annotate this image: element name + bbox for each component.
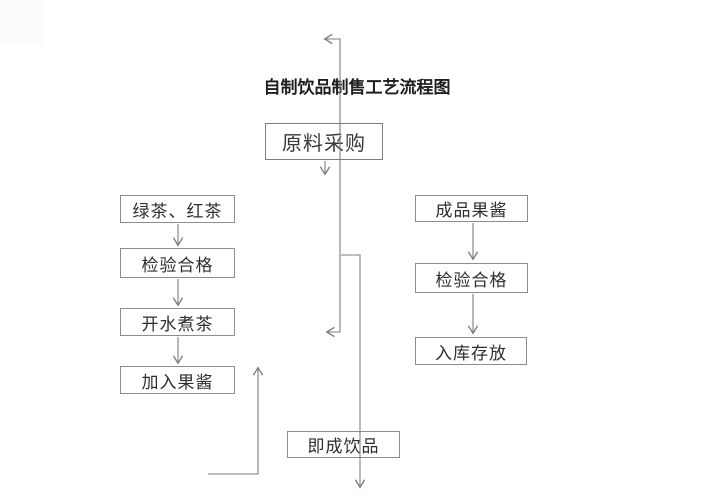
node-jam-inspect: 检验合格	[415, 263, 528, 293]
node-add-jam-label: 加入果酱	[141, 372, 214, 392]
node-store: 入库存放	[415, 337, 527, 365]
node-jam-inspect-label: 检验合格	[435, 270, 508, 290]
node-tea-inspect-label: 检验合格	[141, 255, 214, 275]
node-boil-tea-label: 开水煮茶	[141, 314, 214, 334]
node-drink-label: 即成饮品	[307, 437, 380, 456]
node-store-label: 入库存放	[435, 343, 507, 363]
node-raw-material-label: 原料采购	[282, 133, 366, 155]
node-jam-label: 成品果酱	[435, 201, 508, 220]
node-raw-material: 原料采购	[265, 123, 383, 160]
corner-artifact	[0, 0, 44, 45]
node-boil-tea: 开水煮茶	[120, 308, 235, 336]
node-tea: 绿茶、红茶	[120, 195, 235, 223]
node-tea-label: 绿茶、红茶	[132, 201, 223, 221]
node-tea-inspect: 检验合格	[120, 248, 235, 278]
diagram-title: 自制饮品制售工艺流程图	[263, 78, 451, 97]
node-add-jam: 加入果酱	[120, 366, 235, 394]
node-jam: 成品果酱	[415, 195, 528, 222]
node-drink: 即成饮品	[287, 431, 400, 458]
